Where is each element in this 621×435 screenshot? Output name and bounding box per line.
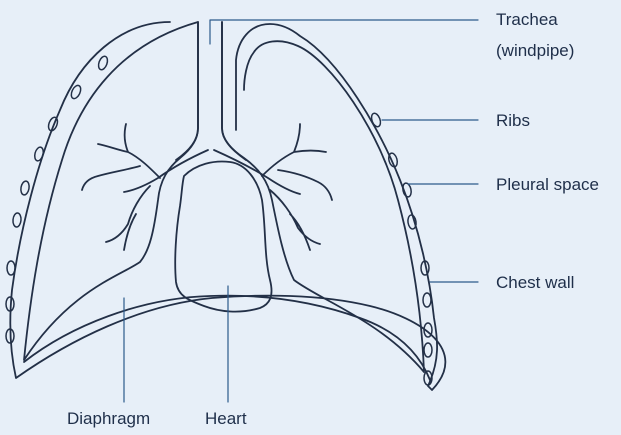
right-lung-outline <box>222 22 424 372</box>
trachea-sub-label: (windpipe) <box>496 40 574 62</box>
left-lung-outline <box>24 22 198 360</box>
trachea-right-wall <box>222 22 246 160</box>
left-bronchial-tree <box>82 124 160 250</box>
trachea-label: Trachea <box>496 9 558 31</box>
trachea-leader <box>210 20 478 44</box>
diaphragm-label: Diaphragm <box>67 408 150 430</box>
pleural-space-label: Pleural space <box>496 174 599 196</box>
ribs <box>6 55 432 385</box>
chest-wall-label: Chest wall <box>496 272 574 294</box>
right-bronchial-tree <box>262 124 332 250</box>
trachea-left-wall <box>176 22 198 160</box>
ribs-label: Ribs <box>496 110 530 132</box>
heart-label: Heart <box>205 408 247 430</box>
heart-outline <box>175 162 271 312</box>
diaphragm-outline <box>24 296 430 380</box>
